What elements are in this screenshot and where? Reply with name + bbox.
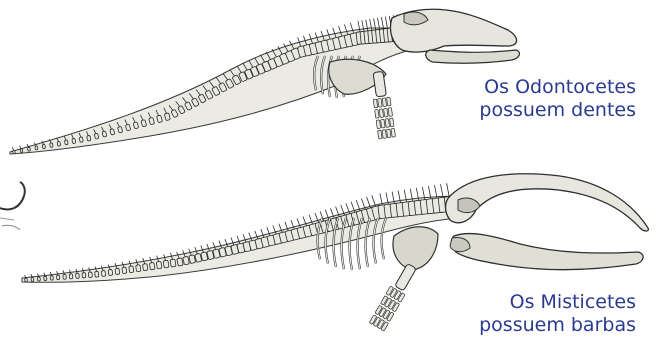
caption-misticetes-line1: Os Misticetes: [479, 291, 636, 314]
caption-odontocetes-line2: possuem dentes: [479, 99, 636, 122]
vertebra: [143, 264, 148, 271]
phalanx: [373, 99, 378, 108]
vertebra: [64, 140, 68, 145]
vertebra-process: [372, 195, 376, 207]
vertebra: [37, 277, 40, 281]
phalanx: [386, 129, 391, 138]
vertebra: [149, 262, 155, 269]
flipper-bones: [369, 262, 419, 331]
phalanx: [375, 109, 380, 118]
phalanx: [382, 130, 387, 139]
vertebra: [72, 138, 76, 143]
phalanx: [378, 130, 383, 139]
vertebra: [79, 137, 83, 143]
vertebra: [95, 271, 99, 277]
caption-odontocetes: Os Odontocetes possuem dentes: [479, 76, 636, 122]
caption-misticetes: Os Misticetes possuem barbas: [479, 291, 636, 337]
vertebra: [27, 147, 30, 151]
phalanx: [385, 119, 390, 128]
phalanx: [388, 108, 393, 117]
vertebra: [101, 270, 106, 276]
vertebra: [163, 260, 169, 268]
vertebra: [87, 135, 91, 141]
vertebra-process: [381, 17, 383, 29]
arm-bone: [395, 264, 417, 291]
vertebra-process: [434, 185, 436, 198]
vertebra: [136, 265, 141, 272]
vertebra: [177, 258, 184, 266]
phalanx: [379, 109, 384, 118]
vertebra: [129, 266, 134, 273]
vertebra: [82, 273, 86, 278]
caption-misticetes-line2: possuem barbas: [479, 314, 636, 337]
vertebra: [170, 259, 176, 267]
toothed-whale-skeleton: [10, 9, 519, 154]
phalanx: [389, 118, 394, 127]
vertebra: [183, 256, 190, 265]
vertebra-process: [447, 183, 450, 197]
vertebra: [44, 276, 47, 280]
phalanx: [382, 98, 387, 107]
vertebra: [13, 150, 16, 154]
vertebra: [35, 146, 38, 150]
vertebra: [42, 144, 45, 149]
phalanx: [387, 97, 392, 106]
vertebra: [50, 276, 53, 281]
vertebra: [122, 267, 127, 274]
phalanx: [376, 120, 381, 129]
phalanx: [381, 119, 386, 128]
vertebra: [57, 141, 61, 146]
vertebra: [50, 143, 54, 148]
vertebra: [76, 273, 80, 278]
caption-odontocetes-line1: Os Odontocetes: [479, 76, 636, 99]
vertebra: [156, 261, 162, 269]
vertebra: [115, 268, 120, 275]
vertebra-process: [441, 184, 444, 197]
vertebra: [63, 274, 67, 279]
vertebra-process: [20, 146, 22, 149]
phalanx: [391, 128, 396, 137]
vertebra-process: [385, 16, 387, 28]
vertebra: [25, 278, 28, 282]
vertebra: [69, 274, 73, 279]
vertebra: [56, 275, 59, 280]
vertebra: [20, 149, 23, 153]
phalanx: [384, 108, 389, 117]
vertebra-process: [12, 147, 14, 150]
vertebra: [108, 269, 113, 275]
partial-skeleton-fragment: [0, 182, 25, 230]
phalanx: [378, 98, 383, 107]
vertebra: [88, 272, 92, 278]
vertebra: [31, 277, 34, 281]
